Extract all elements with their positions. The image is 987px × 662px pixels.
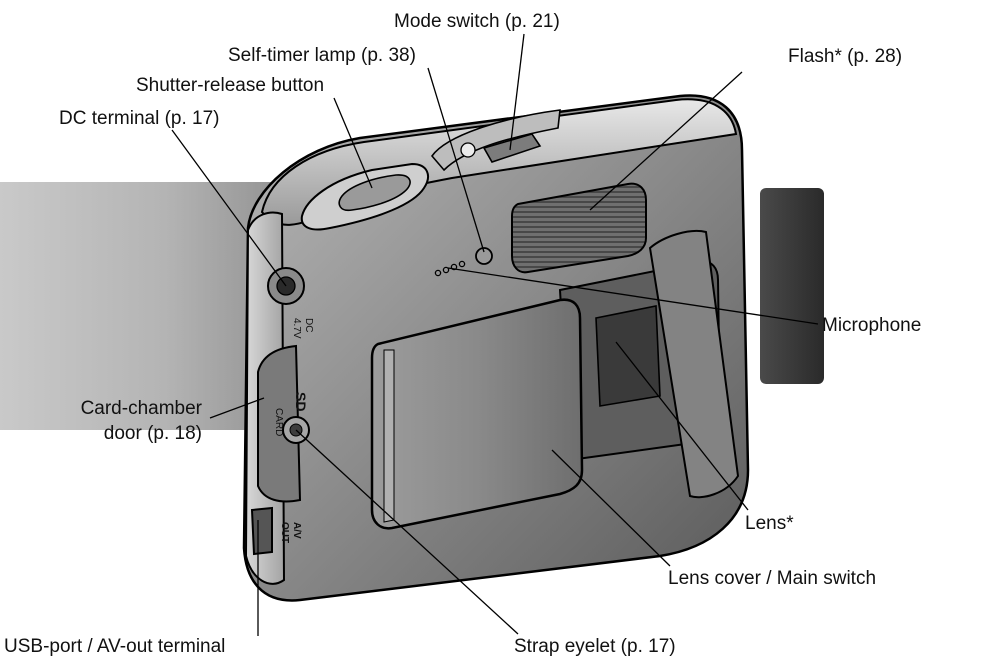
- card-chamber-door: [257, 344, 302, 503]
- leader-self-timer: [427, 67, 485, 253]
- background-band-right: [760, 188, 824, 384]
- usb-av-port: [250, 506, 273, 556]
- camera-illustration: DC 4.7V SD CARD A/V OUT: [242, 94, 750, 602]
- leader-shutter: [333, 97, 373, 189]
- label-card-chamber-line1: Card-chamber: [81, 398, 203, 419]
- sd-marking: SD: [293, 392, 309, 411]
- dc-marking-dc: DC: [303, 318, 314, 332]
- mode-switch-knob: [482, 133, 542, 163]
- label-flash: Flash* (p. 28): [788, 46, 902, 67]
- leader-card-door: [209, 397, 265, 419]
- label-self-timer-lamp: Self-timer lamp (p. 38): [228, 45, 416, 66]
- labels: Mode switch (p. 21) Self-timer lamp (p. …: [4, 11, 921, 657]
- microphone-hole: [442, 266, 450, 274]
- microphone-hole: [450, 263, 458, 271]
- lens-cover-edge: [383, 349, 395, 523]
- label-lens-cover: Lens cover / Main switch: [668, 568, 876, 589]
- av-marking-av: A/V: [291, 522, 302, 539]
- lens-cover: [370, 298, 584, 530]
- dc-marking-voltage: 4.7V: [291, 318, 302, 339]
- av-marking-out: OUT: [279, 522, 290, 543]
- label-mode-switch: Mode switch (p. 21): [394, 11, 560, 32]
- label-usb-port: USB-port / AV-out terminal: [4, 636, 225, 657]
- leader-dc: [171, 129, 287, 287]
- mode-switch-icon: [460, 142, 476, 158]
- microphone-hole: [434, 269, 442, 277]
- lens-cover-grip: [648, 230, 740, 499]
- mode-switch: [430, 109, 561, 172]
- shutter-button-top: [338, 174, 411, 212]
- label-microphone: Microphone: [822, 315, 921, 336]
- label-strap-eyelet: Strap eyelet (p. 17): [514, 636, 676, 657]
- label-card-chamber-line2: door (p. 18): [104, 423, 202, 444]
- label-shutter-release: Shutter-release button: [136, 75, 324, 96]
- label-lens: Lens*: [745, 513, 794, 534]
- leader-lens: [615, 341, 749, 511]
- leader-flash: [589, 71, 743, 211]
- microphone-hole: [458, 260, 466, 268]
- label-dc-terminal: DC terminal (p. 17): [59, 108, 220, 129]
- card-marking: CARD: [273, 408, 284, 436]
- self-timer-lamp: [475, 247, 493, 265]
- leader-lines: [171, 33, 819, 636]
- leader-microphone: [447, 267, 819, 325]
- leader-lens-cover: [551, 449, 671, 567]
- leader-mode-switch: [509, 33, 525, 151]
- flash-window: [511, 182, 647, 274]
- leader-strap-eyelet: [295, 429, 519, 635]
- microphone-holes: [434, 260, 466, 277]
- lens-element: [595, 305, 661, 407]
